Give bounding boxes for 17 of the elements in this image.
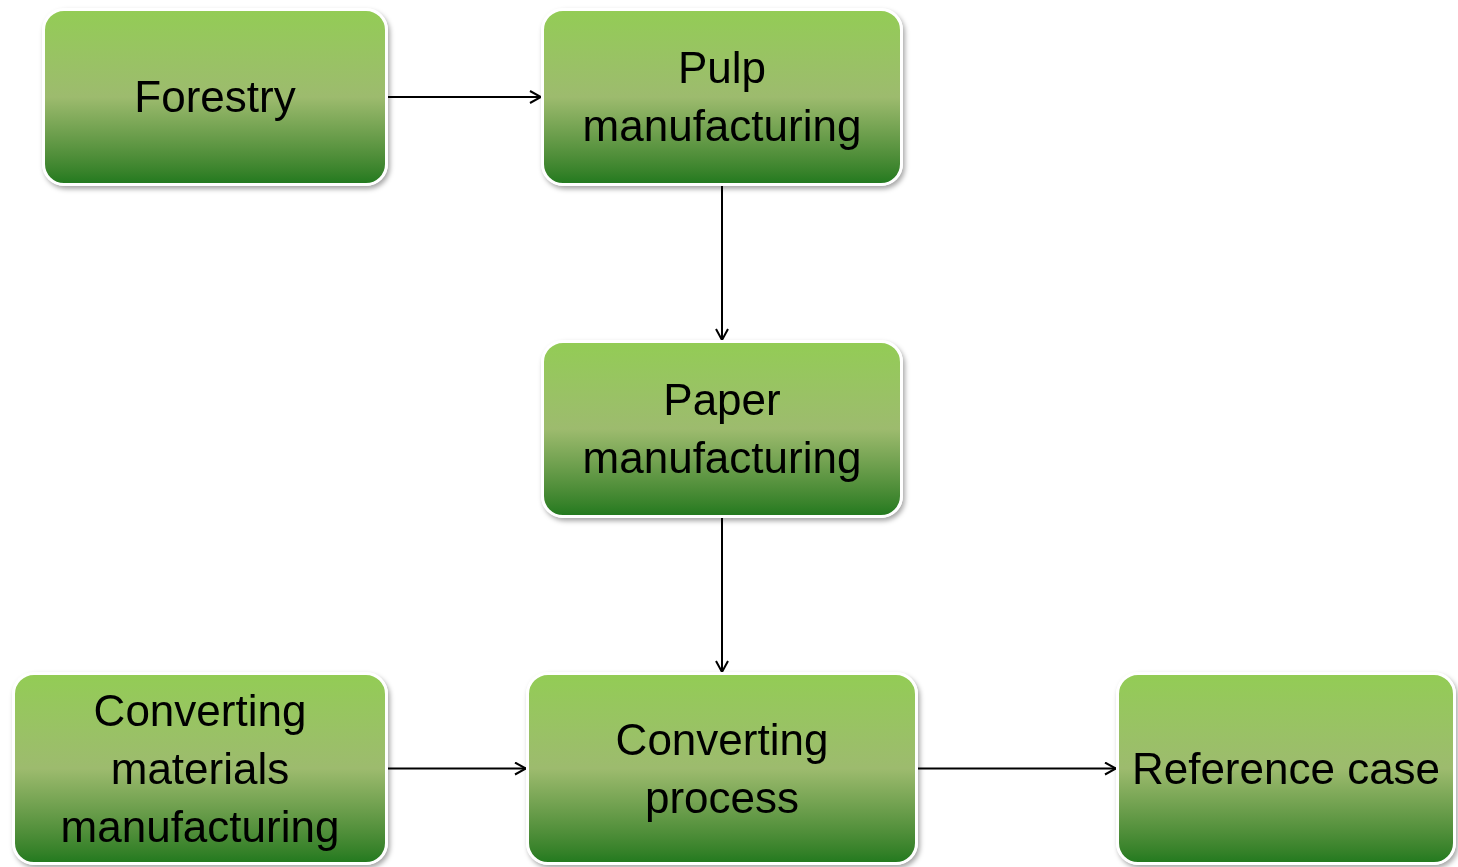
arrow: [917, 761, 1117, 776]
box-label: Forestry: [134, 71, 296, 123]
box-label: Converting process: [614, 713, 830, 824]
process-box: [42, 8, 388, 186]
box-label: Reference case: [1131, 742, 1441, 795]
arrow: [387, 90, 542, 104]
process-box: [526, 672, 918, 865]
arrow: [387, 761, 527, 776]
process-box: [541, 340, 903, 518]
process-box: [12, 672, 388, 865]
process-box: [541, 8, 903, 186]
box-label: Converting materials manufacturing: [59, 684, 341, 853]
box-label: Paper manufacturing: [581, 374, 863, 484]
arrow: [715, 517, 729, 673]
process-box: [1116, 672, 1456, 865]
box-label: Pulp manufacturing: [581, 42, 863, 152]
arrow: [715, 185, 729, 341]
